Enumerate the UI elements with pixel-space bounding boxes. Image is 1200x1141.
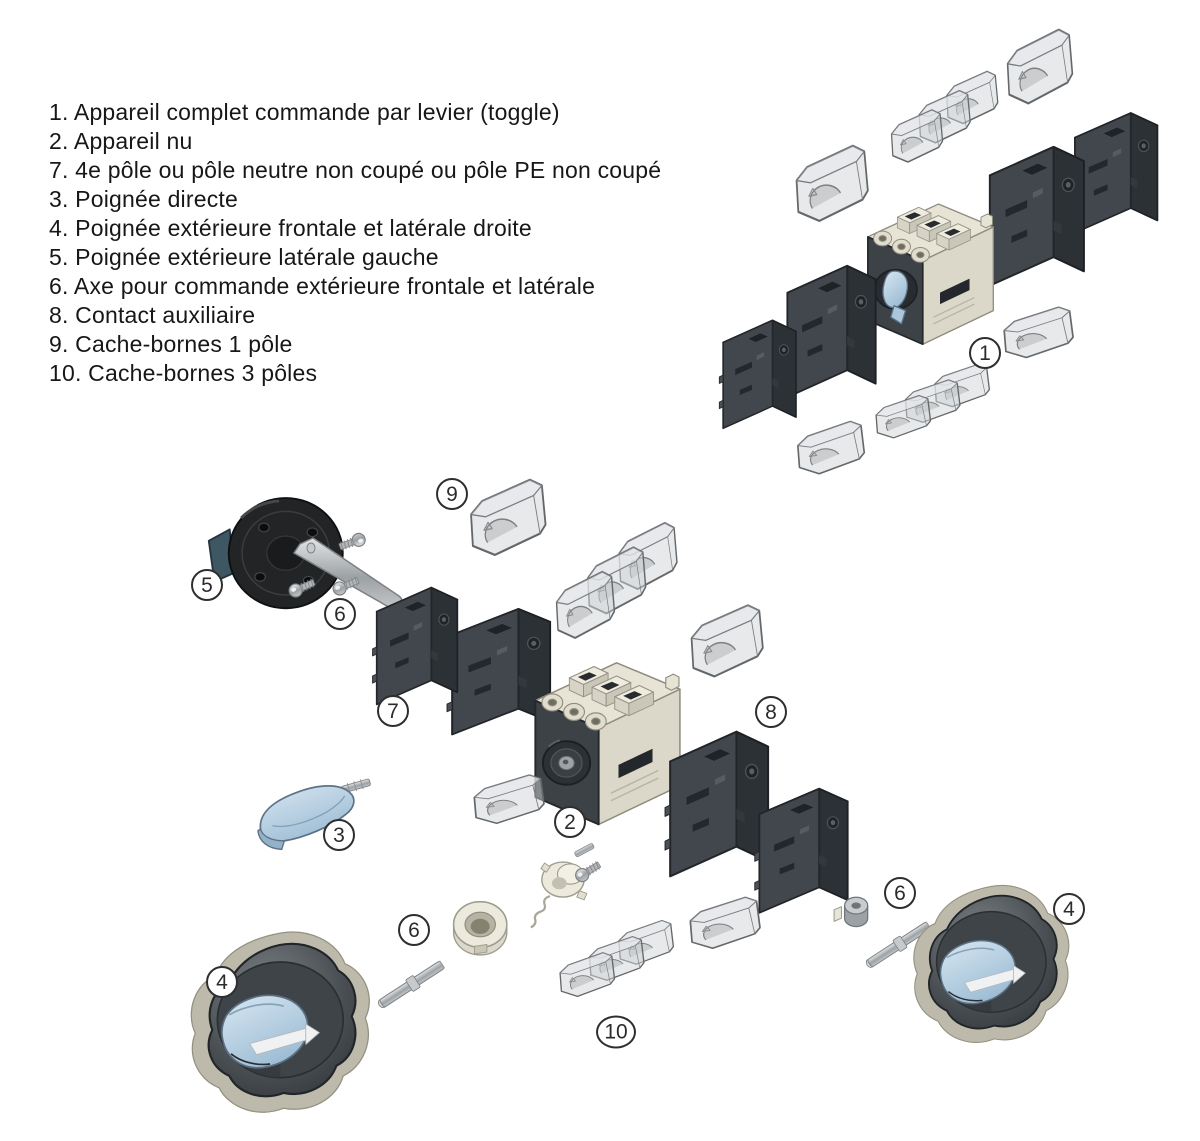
terminal-cover-1pole <box>1006 28 1074 105</box>
terminal-cover-1pole <box>473 774 545 825</box>
bushing-ring <box>452 900 508 956</box>
terminal-cover-1pole <box>690 604 764 678</box>
terminal-cover-3pole <box>557 523 677 638</box>
assembly-exploded-device <box>190 478 1070 1114</box>
terminal-cover-1pole <box>795 144 869 223</box>
legend-item: 7. 4e pôle ou pôle neutre non coupé ou p… <box>49 157 662 183</box>
legend-item: 10. Cache-bornes 3 pôles <box>49 360 318 386</box>
shaft-adapter <box>833 896 869 928</box>
legend-item: 1. Appareil complet commande par levier … <box>49 99 560 125</box>
drive-shaft <box>374 958 447 1012</box>
device-body-bare <box>535 663 680 825</box>
aux-contact-module <box>983 145 1085 287</box>
legend: 1. Appareil complet commande par levier … <box>49 98 661 388</box>
legend-item: 2. Appareil nu <box>49 128 193 154</box>
shaft-collar <box>306 542 316 554</box>
screw <box>572 858 604 885</box>
terminal-cover-1pole <box>469 478 547 557</box>
external-rotary-handle <box>912 884 1070 1044</box>
terminal-cover-3pole <box>560 921 673 997</box>
assembly-complete-device <box>718 28 1159 475</box>
direct-handle <box>257 776 373 851</box>
legend-item: 6. Axe pour commande extérieure frontale… <box>49 273 596 299</box>
legend-item: 3. Poignée directe <box>49 186 239 212</box>
device-body-toggle <box>868 204 993 344</box>
terminal-cover-1pole <box>1003 306 1074 359</box>
terminal-cover-3pole <box>892 71 998 162</box>
legend-item: 4. Poignée extérieure frontale et latéra… <box>49 215 532 241</box>
fourth-pole-module <box>718 319 797 430</box>
terminal-cover-1pole <box>689 896 761 950</box>
legend-item: 8. Contact auxiliaire <box>49 302 256 328</box>
spring-mechanism <box>529 841 596 929</box>
legend-item: 5. Poignée extérieure latérale gauche <box>49 244 439 270</box>
legend-item: 9. Cache-bornes 1 pôle <box>49 331 293 357</box>
external-rotary-handle <box>190 930 371 1114</box>
terminal-cover-3pole <box>876 364 989 437</box>
terminal-cover-1pole <box>797 420 866 475</box>
